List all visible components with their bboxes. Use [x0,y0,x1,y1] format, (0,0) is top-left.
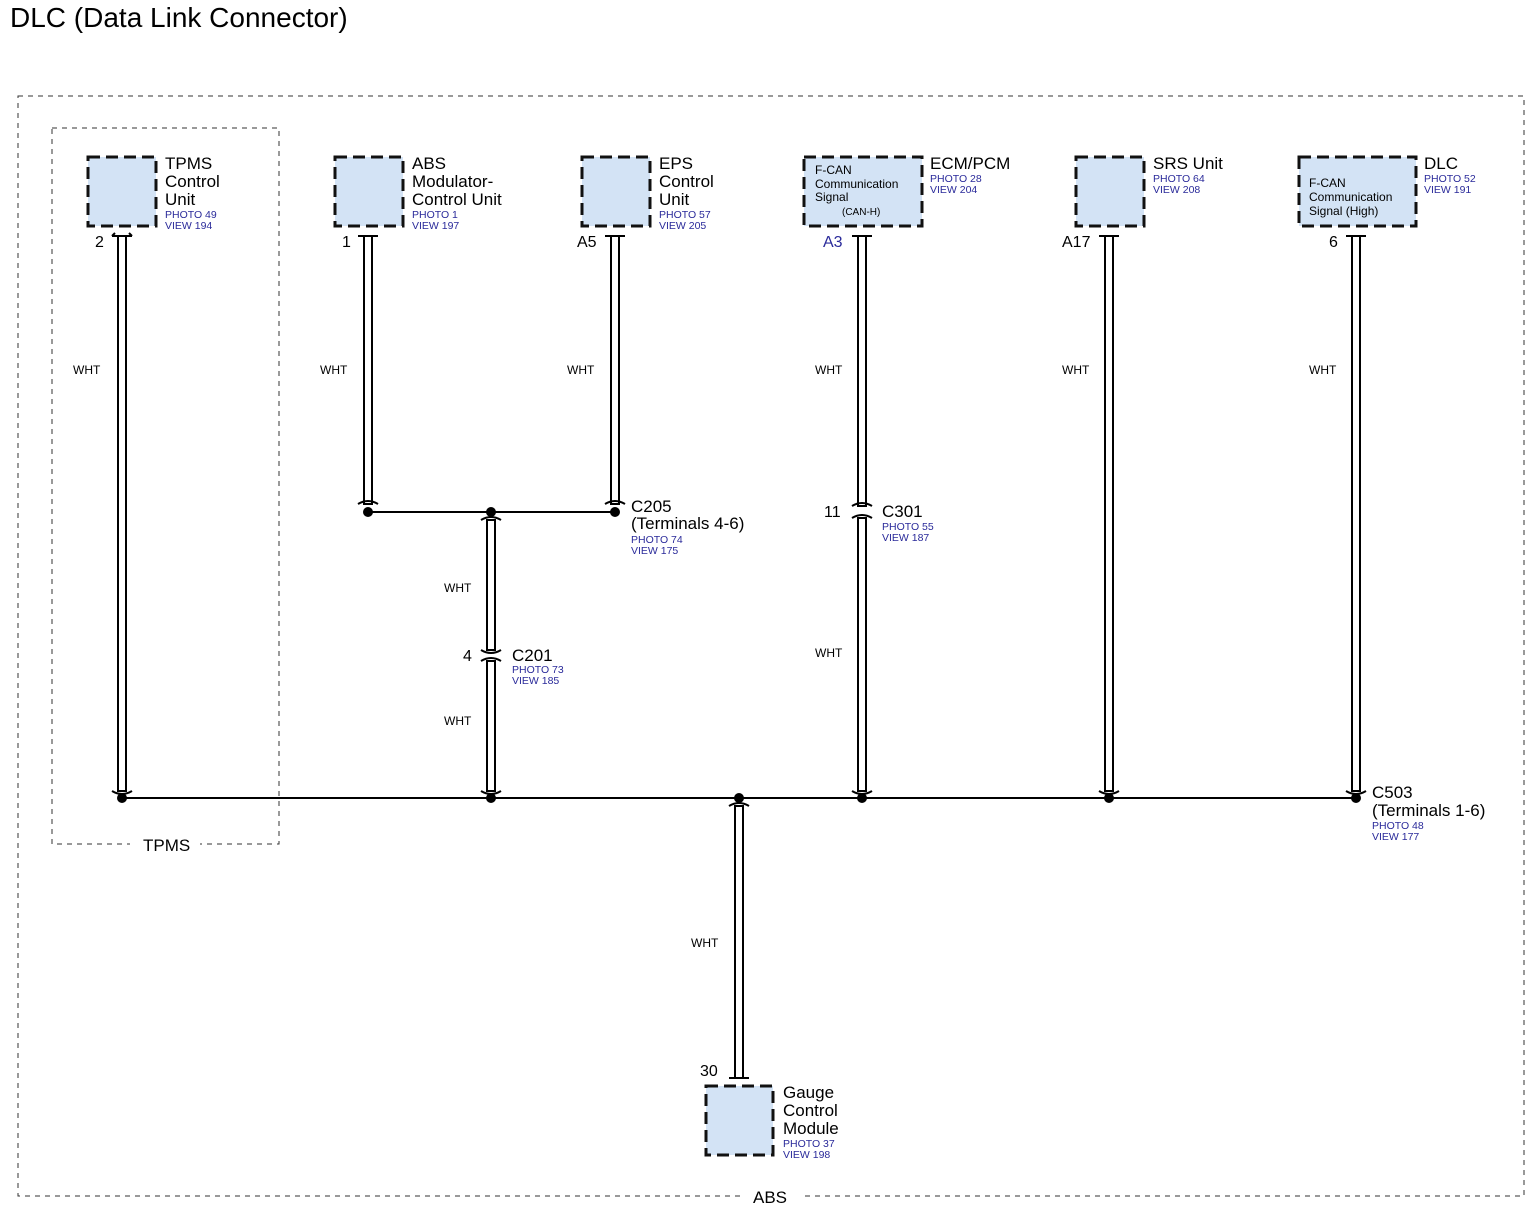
wire-dlc [1351,235,1361,792]
abs-frame [17,95,1525,1197]
diagram-label: PHOTO 55 [882,521,934,533]
diagram-label: Control Unit [412,190,502,209]
diagram-label: A5 [577,234,597,251]
diagram-label: Gauge [783,1083,834,1102]
component-ecm-pcm[interactable]: F-CAN Communication Signal (CAN-H) ECM/P… [802,154,1010,251]
diagram-label: 11 [824,504,841,521]
diagram-label: F-CAN [1309,176,1346,190]
connector-c201[interactable]: 4 C201 PHOTO 73 VIEW 185 [463,646,564,687]
diagram-label: WHT [1309,363,1337,377]
diagram-label: C301 [882,502,923,521]
component-srs-unit[interactable]: SRS Unit PHOTO 64 VIEW 208 A17 [1062,154,1223,251]
diagram-label: Signal (High) [1309,204,1378,218]
diagram-label: PHOTO 52 [1424,173,1476,185]
diagram-label: PHOTO 48 [1372,820,1424,832]
diagram-label: PHOTO 64 [1153,173,1205,185]
diagram-label: Communication [815,177,898,191]
diagram-label: 2 [95,234,104,251]
diagram-label: VIEW 177 [1372,831,1419,843]
wire-c201-lower [486,660,496,792]
diagram-label: WHT [567,363,595,377]
diagram-label: ABS [412,154,446,173]
diagram-label: DLC [1424,154,1458,173]
diagram-label: VIEW 205 [659,220,706,232]
diagram-label: 30 [700,1063,718,1080]
diagram-label: ECM/PCM [930,154,1010,173]
diagram-label: VIEW 204 [930,184,977,196]
diagram-label: WHT [1062,363,1090,377]
abs-frame-label: ABS [753,1188,787,1207]
diagram-label: C201 [512,646,553,665]
wire-eps [610,235,620,505]
diagram-label: PHOTO 73 [512,664,564,676]
diagram-label: WHT [815,363,843,377]
connector-c301[interactable]: 11 C301 PHOTO 55 VIEW 187 [824,502,934,544]
diagram-label: Unit [165,190,196,209]
wire-ecm-lower [857,517,867,792]
diagram-label: C503 [1372,783,1413,802]
diagram-label: Signal [815,190,848,204]
component-gauge-control-module[interactable]: Gauge Control Module PHOTO 37 VIEW 198 3… [700,1063,839,1161]
diagram-label: EPS [659,154,693,173]
diagram-label: (CAN-H) [842,207,880,218]
component-abs-modulator[interactable]: ABS Modulator- Control Unit PHOTO 1 VIEW… [333,154,502,251]
tpms-frame [51,127,280,845]
diagram-label: PHOTO 74 [631,534,683,546]
wires [111,232,1367,1079]
diagram-label: WHT [691,936,719,950]
diagram-label: VIEW 208 [1153,184,1200,196]
wire-abs [363,235,373,505]
diagram-label: VIEW 191 [1424,184,1471,196]
diagram-label: VIEW 185 [512,675,559,687]
diagram-label: 4 [463,648,472,665]
diagram-label: 6 [1329,234,1338,251]
wire-ecm-upper [857,235,867,507]
diagram-label: WHT [444,714,472,728]
diagram-label: PHOTO 1 [412,209,458,221]
diagram-label: PHOTO 49 [165,209,217,221]
diagram-label: VIEW 194 [165,220,212,232]
diagram-label: (Terminals 4-6) [631,514,744,533]
diagram-label: WHT [444,581,472,595]
diagram-label: Communication [1309,190,1392,204]
diagram-label: Modulator- [412,172,493,191]
diagram-label: A3 [823,234,843,251]
component-dlc[interactable]: F-CAN Communication Signal (High) DLC PH… [1297,154,1476,251]
wire-srs [1104,235,1114,792]
diagram-label: PHOTO 37 [783,1138,835,1150]
tpms-frame-label: TPMS [143,836,190,855]
diagram-label: 1 [342,234,351,251]
diagram-label: WHT [320,363,348,377]
diagram-label: VIEW 197 [412,220,459,232]
wire-gauge [734,805,744,1079]
diagram-label: F-CAN [815,163,852,177]
component-eps-control-unit[interactable]: EPS Control Unit PHOTO 57 VIEW 205 A5 [577,154,714,251]
diagram-label: Control [783,1101,838,1120]
page-title: DLC (Data Link Connector) [10,2,348,33]
diagram-label: VIEW 198 [783,1149,830,1161]
diagram-label: (Terminals 1-6) [1372,801,1485,820]
connector-c503[interactable]: C503 (Terminals 1-6) PHOTO 48 VIEW 177 [1372,783,1485,843]
wire-tpms [117,235,127,792]
diagram-label: PHOTO 57 [659,209,711,221]
wire-c201-upper [486,519,496,651]
component-tpms-control-unit[interactable]: TPMS Control Unit PHOTO 49 VIEW 194 2 [86,154,220,251]
diagram-label: Module [783,1119,839,1138]
splice-points [117,507,1361,803]
diagram-label: Unit [659,190,690,209]
diagram-label: WHT [73,363,101,377]
diagram-label: SRS Unit [1153,154,1223,173]
wire-color-labels: WHT WHT WHT WHT WHT WHT WHT WHT WHT WHT [73,363,1337,950]
diagram-label: C205 [631,497,672,516]
diagram-label: A17 [1062,234,1091,251]
diagram-label: VIEW 175 [631,545,678,557]
diagram-label: WHT [815,646,843,660]
diagram-label: VIEW 187 [882,532,929,544]
diagram-label: Control [165,172,220,191]
diagram-label: PHOTO 28 [930,173,982,185]
diagram-label: TPMS [165,154,212,173]
connector-c205[interactable]: C205 (Terminals 4-6) PHOTO 74 VIEW 175 [631,497,744,557]
diagram-label: Control [659,172,714,191]
